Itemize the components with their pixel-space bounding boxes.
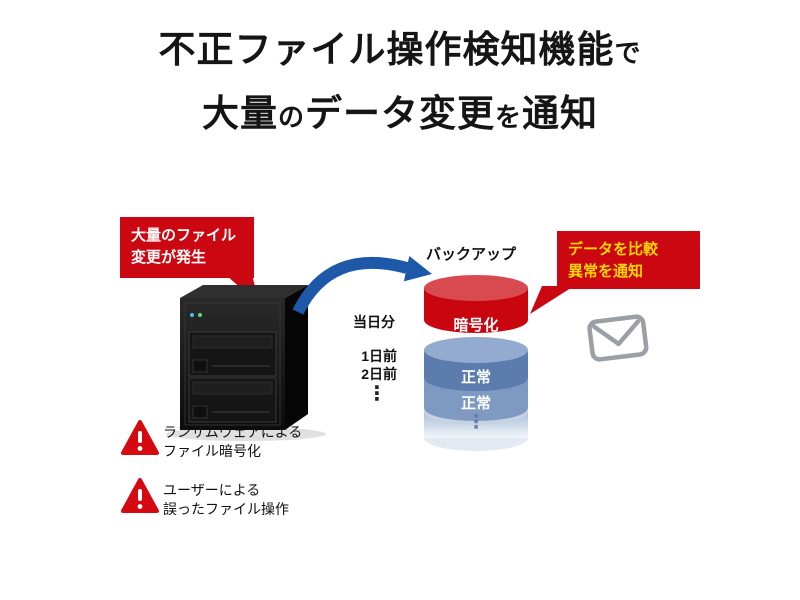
warning-line: ユーザーによる (163, 482, 261, 498)
title-text: 大量 (201, 93, 278, 134)
day-label-2day: 2日前 (361, 366, 397, 382)
alert-bubble-line: 変更が発生 (131, 248, 207, 266)
title-particle: の (277, 102, 305, 132)
alert-bubble-file-change: 大量のファイル 変更が発生 (120, 217, 254, 278)
alert-bubble-line: 大量のファイル (131, 227, 237, 244)
title-particle: で (614, 38, 642, 68)
alert-bubble-compare-notify: データを比較 異常を通知 (557, 231, 700, 289)
cylinder-encrypted (424, 275, 528, 333)
nas-top-face (180, 285, 308, 298)
drive-bay-1 (188, 331, 277, 377)
warning-text-ransomware: ランサムウェアによる ファイル暗号化 (163, 423, 302, 461)
mail-icon (587, 314, 649, 362)
backup-label: バックアップ (425, 246, 516, 263)
alert-bubble-line: 異常を通知 (568, 262, 644, 280)
drive-bay-2 (188, 377, 277, 423)
warning-icon (121, 420, 159, 455)
cylinder-day1-normal (424, 337, 528, 391)
day-label-1day: 1日前 (361, 348, 397, 364)
title-text: 不正ファイル操作検知機能 (158, 29, 615, 70)
title-line-2: 大量のデータ変更を通知 (0, 86, 800, 150)
warning-text-user-error: ユーザーによる 誤ったファイル操作 (163, 481, 289, 519)
title-text: 通知 (522, 93, 599, 134)
bubble-tail-right (530, 286, 574, 314)
warning-line: ランサムウェアによる (163, 424, 303, 440)
nas-front-frame (184, 302, 281, 426)
cylinder-ellipsis: ⋮ (466, 412, 486, 433)
nas-device (166, 285, 326, 441)
title-line-1: 不正ファイル操作検知機能で (0, 22, 800, 86)
cylinder-label-normal-1: 正常 (460, 369, 491, 386)
nas-side-face (285, 285, 308, 430)
nas-shadow (166, 427, 326, 441)
day-label-ellipsis: ⋮ (367, 383, 387, 405)
backup-cylinder-stack (424, 275, 528, 451)
title-text: データ変更 (305, 93, 495, 134)
day-label-today: 当日分 (353, 314, 395, 330)
warning-icon (121, 478, 159, 513)
alert-bubble-line: データを比較 (568, 241, 659, 258)
page-title: 不正ファイル操作検知機能で 大量のデータ変更を通知 (0, 22, 800, 150)
warning-line: ファイル暗号化 (163, 442, 261, 459)
title-particle: を (495, 102, 523, 132)
nas-status-led (198, 313, 202, 317)
warning-line: 誤ったファイル操作 (163, 500, 289, 517)
cylinder-label-normal-2: 正常 (460, 395, 491, 412)
backup-arrow-icon (292, 256, 432, 315)
nas-status-led (190, 313, 194, 317)
cylinder-label-encrypted: 暗号化 (453, 317, 499, 334)
